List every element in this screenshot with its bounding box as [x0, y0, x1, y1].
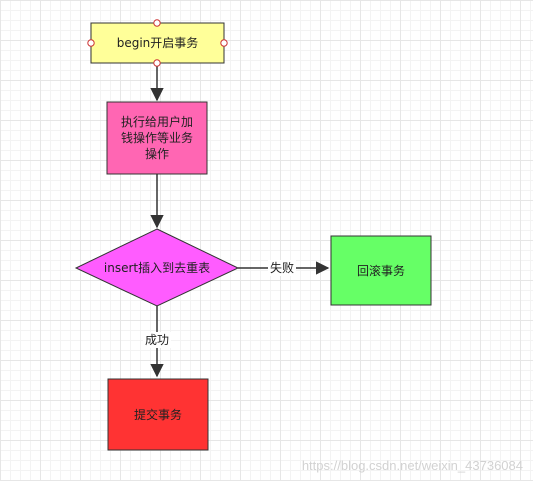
- connection-point[interactable]: [220, 39, 228, 47]
- fail-edge-label: 失败: [268, 260, 297, 276]
- operate-node[interactable]: [106, 101, 208, 175]
- commit-node-label: 提交事务: [133, 407, 182, 422]
- rollback-node[interactable]: [330, 235, 432, 306]
- watermark: https://blog.csdn.net/weixin_43736084: [301, 458, 523, 473]
- commit-node[interactable]: [107, 378, 209, 451]
- connection-point[interactable]: [87, 39, 95, 47]
- operate-node-label: 执行给用户加 钱操作等业务 操作: [120, 115, 193, 161]
- success-edge-label: 成功: [143, 332, 172, 348]
- connection-point[interactable]: [153, 59, 161, 67]
- decision-node-label: insert插入到去重表: [103, 261, 211, 275]
- start-node[interactable]: [90, 22, 225, 64]
- connection-point[interactable]: [153, 19, 161, 27]
- decision-node[interactable]: [74, 228, 240, 307]
- rollback-node-label: 回滚事务: [356, 263, 405, 278]
- start-node-label: begin开启事务: [116, 36, 199, 50]
